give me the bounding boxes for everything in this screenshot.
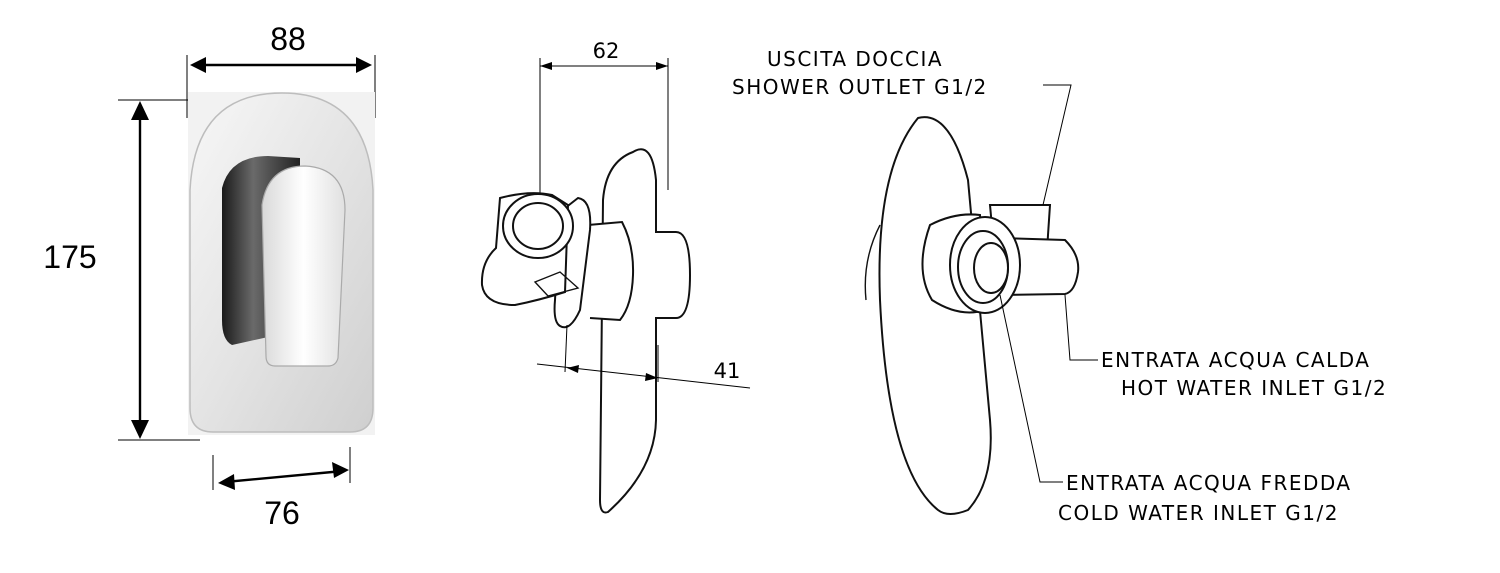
side-connector <box>533 271 580 297</box>
dim-plate-width: 88 <box>270 21 306 57</box>
label-cold-inlet-en: COLD WATER INLET G1/2 <box>1058 501 1339 525</box>
leader-hot-inlet <box>1064 294 1098 361</box>
side-rear-cylinder <box>655 231 692 319</box>
side-body <box>587 220 635 322</box>
dim-plate-bottom-width: 76 <box>264 495 300 531</box>
front-view: 88 175 76 <box>43 21 376 531</box>
iso-view <box>864 84 1098 515</box>
dim-body-depth: 62 <box>593 39 620 63</box>
leader-cold-inlet <box>999 294 1063 483</box>
label-hot-inlet-en: HOT WATER INLET G1/2 <box>1121 376 1387 400</box>
lever-handle <box>261 165 346 367</box>
label-shower-outlet-it: USCITA DOCCIA <box>767 47 943 71</box>
dim-plate-height: 175 <box>43 239 96 275</box>
side-view: 62 41 <box>480 39 751 514</box>
iso-ring-inner <box>973 242 1009 294</box>
label-hot-inlet-it: ENTRATA ACQUA CALDA <box>1101 348 1370 372</box>
iso-plate <box>878 116 992 515</box>
label-shower-outlet-en: SHOWER OUTLET G1/2 <box>732 75 988 99</box>
side-plate <box>598 148 657 514</box>
dim-projection: 41 <box>714 359 741 383</box>
dim-arrow-76 <box>224 469 344 484</box>
iso-plate-edge <box>864 224 881 301</box>
side-inlet-ring-inner <box>512 202 564 250</box>
leader-shower-outlet <box>1042 84 1072 206</box>
label-cold-inlet-it: ENTRATA ACQUA FREDDA <box>1066 471 1352 495</box>
ext-line-41-left <box>564 324 568 373</box>
